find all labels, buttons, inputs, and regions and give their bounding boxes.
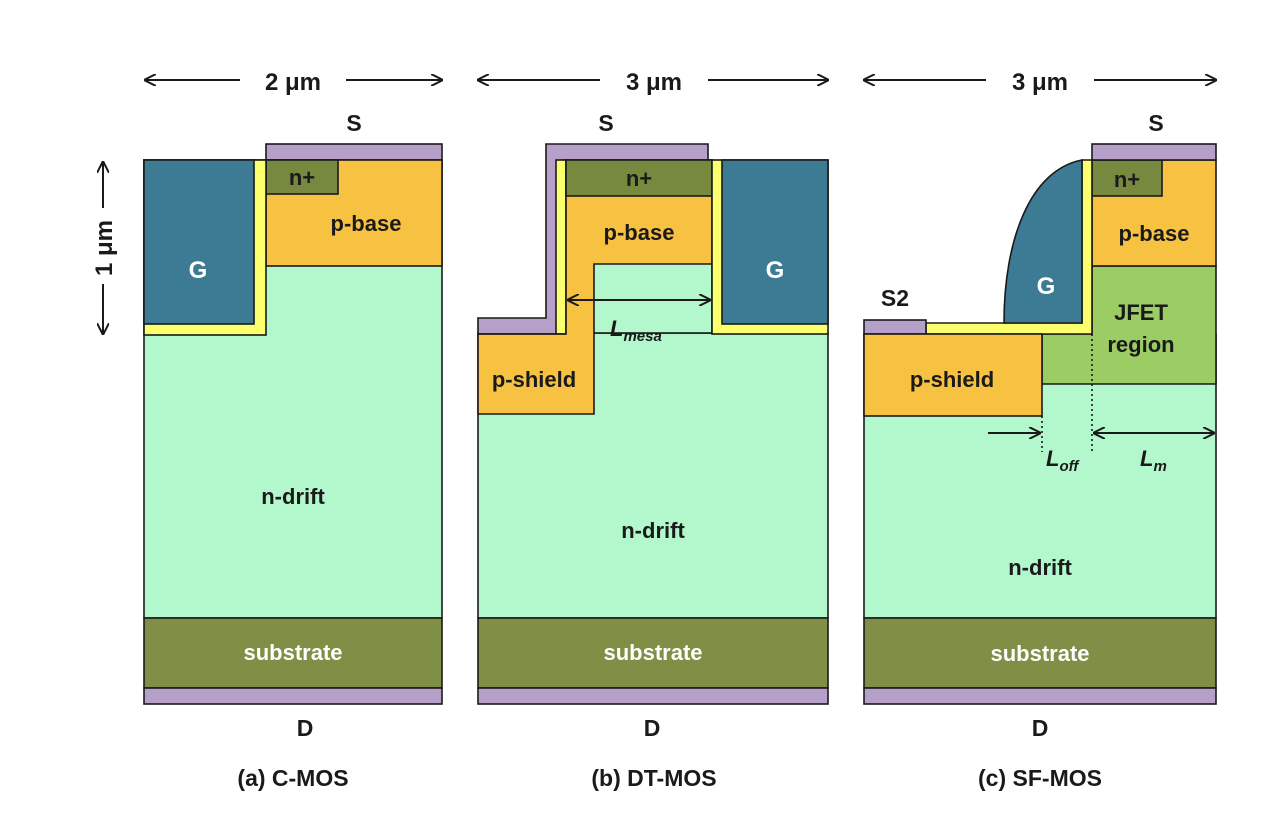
gate-electrode	[1003, 159, 1083, 324]
n-plus-label: n+	[626, 166, 652, 191]
caption-a: (a) C-MOS	[237, 765, 348, 791]
mesa-label: Lmesa	[610, 316, 662, 345]
panel-c-mos: 2 μm 1 μm S G n+ p-base n-drift substrat…	[85, 62, 442, 791]
source-label: S	[1148, 110, 1163, 136]
substrate-region	[143, 617, 443, 689]
width-dimension-c: 3 μm	[864, 62, 1216, 100]
n-drift-label: n-drift	[261, 484, 325, 509]
p-base-label: p-base	[1119, 221, 1190, 246]
p-shield-label: p-shield	[492, 367, 576, 392]
jfet-label-line-1: JFET	[1114, 300, 1168, 325]
depth-dimension-a: 1 μm	[85, 162, 121, 334]
substrate-region	[863, 617, 1217, 689]
drain-label: D	[1032, 715, 1049, 741]
width-label: 3 μm	[626, 69, 682, 96]
p-shield-label: p-shield	[910, 367, 994, 392]
n-plus-region	[265, 159, 339, 195]
panel-sf-mos: 3 μm S S2 G n+ p-base JFET region p-shie…	[864, 62, 1216, 791]
drain-label: D	[644, 715, 661, 741]
panel-dt-mos: 3 μm S G n+ p-base p-shield Lmesa n-drif…	[478, 62, 828, 791]
drain-metal	[143, 687, 443, 705]
source-metal	[1091, 143, 1217, 161]
source-label: S	[598, 110, 613, 136]
width-label: 3 μm	[1012, 69, 1068, 96]
drain-metal	[477, 687, 829, 705]
width-label: 2 μm	[265, 69, 321, 96]
gate-electrode	[721, 159, 829, 325]
p-base-label: p-base	[604, 220, 675, 245]
p-base-label: p-base	[331, 211, 402, 236]
n-drift-label: n-drift	[621, 518, 685, 543]
drain-label: D	[297, 715, 314, 741]
gate-electrode	[143, 159, 255, 325]
trench-oxide-left	[555, 159, 567, 335]
gate-label: G	[766, 257, 785, 284]
p-shield-region	[863, 333, 1043, 417]
substrate-label: substrate	[990, 641, 1089, 666]
substrate-region	[477, 617, 829, 689]
width-dimension-b: 3 μm	[478, 62, 828, 100]
lm-label: Lm	[1140, 446, 1167, 475]
n-plus-label: n+	[1114, 167, 1140, 192]
source-metal	[265, 143, 443, 161]
n-plus-region	[1091, 159, 1163, 197]
width-dimension-a: 2 μm	[145, 62, 442, 100]
n-plus-label: n+	[289, 165, 315, 190]
source2-label: S2	[881, 285, 909, 311]
source2-metal	[863, 319, 927, 335]
n-drift-label: n-drift	[1008, 555, 1072, 580]
jfet-label-line-2: region	[1107, 332, 1174, 357]
caption-c: (c) SF-MOS	[978, 765, 1102, 791]
source-label: S	[346, 110, 361, 136]
gate-label: G	[189, 257, 208, 284]
loff-label: Loff	[1046, 446, 1080, 475]
substrate-label: substrate	[243, 640, 342, 665]
gate-label: G	[1037, 273, 1056, 300]
substrate-label: substrate	[603, 640, 702, 665]
drain-metal	[863, 687, 1217, 705]
n-plus-region	[565, 159, 713, 197]
caption-b: (b) DT-MOS	[591, 765, 716, 791]
depth-label: 1 μm	[91, 220, 118, 276]
